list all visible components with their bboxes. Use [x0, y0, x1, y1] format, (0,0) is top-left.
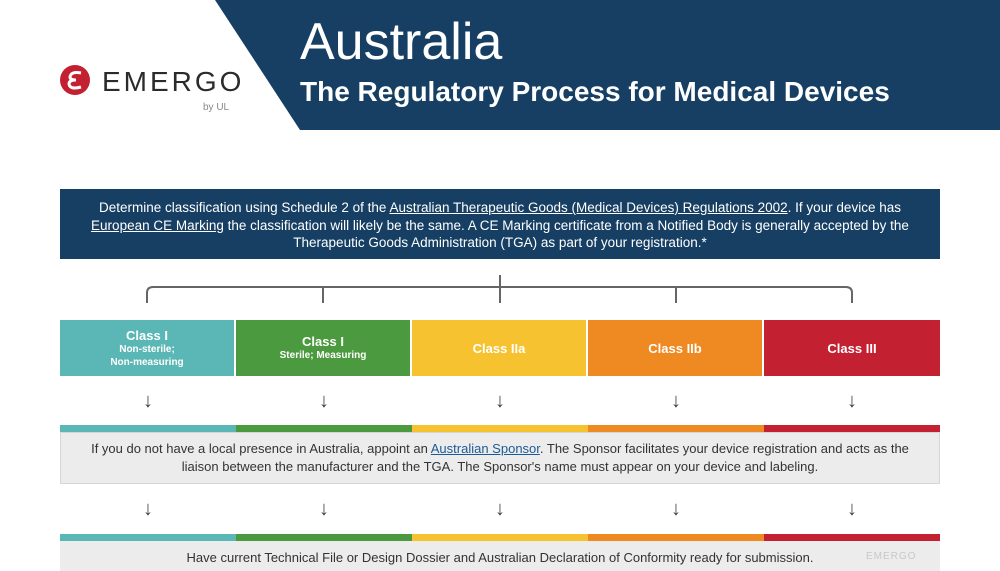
arrow-row: ↓ ↓ ↓ ↓ ↓: [60, 498, 940, 521]
down-arrow-icon: ↓: [143, 498, 153, 520]
class-iia-cell: Class IIa: [412, 320, 588, 376]
class-note: Non-measuring: [110, 356, 184, 368]
class-i-sterile-cell: Class I Sterile; Measuring: [236, 320, 412, 376]
logo-subtext: by UL: [203, 102, 230, 113]
class-label: Class I: [126, 327, 168, 343]
down-arrow-icon: ↓: [847, 498, 857, 520]
class-i-nonsterile-cell: Class I Non-sterile; Non-measuring: [60, 320, 236, 376]
technical-file-text: Have current Technical File or Design Do…: [186, 550, 814, 565]
down-arrow-icon: ↓: [495, 390, 505, 412]
regulations-link[interactable]: Australian Therapeutic Goods (Medical De…: [389, 200, 788, 215]
arrow-row: ↓ ↓ ↓ ↓ ↓: [60, 390, 940, 413]
logo-text: EMERGO: [102, 66, 245, 97]
down-arrow-icon: ↓: [671, 498, 681, 520]
down-arrow-icon: ↓: [319, 390, 329, 412]
sponsor-text: If you do not have a local presence in A…: [91, 441, 431, 456]
watermark: EMERGO: [866, 551, 917, 562]
down-arrow-icon: ↓: [143, 390, 153, 412]
branch-bracket: [146, 275, 853, 303]
class-iii-cell: Class III: [764, 320, 940, 376]
australian-sponsor-link[interactable]: Australian Sponsor: [430, 441, 540, 456]
down-arrow-icon: ↓: [671, 390, 681, 412]
classification-text: Determine classification using Schedule …: [99, 200, 390, 215]
page-title: Australia: [300, 13, 503, 71]
technical-file-box: Have current Technical File or Design Do…: [60, 541, 940, 571]
class-note: Sterile; Measuring: [279, 350, 367, 361]
class-label: Class III: [827, 340, 877, 356]
sponsor-text: . The Sponsor facilitates your device re…: [181, 441, 909, 474]
class-row: Class I Non-sterile; Non-measuring Class…: [60, 320, 940, 376]
class-note: Non-sterile;: [119, 343, 175, 355]
down-arrow-icon: ↓: [319, 498, 329, 520]
emergo-logo-icon: [60, 65, 90, 95]
class-label: Class I: [302, 334, 344, 349]
color-strip: [60, 425, 940, 432]
class-label: Class IIa: [472, 340, 526, 356]
classification-text: the classification will likely be the sa…: [223, 217, 909, 251]
down-arrow-icon: ↓: [495, 498, 505, 520]
classification-box: Determine classification using Schedule …: [60, 189, 940, 259]
class-label: Class IIb: [648, 340, 702, 356]
classification-text: . If your device has: [787, 200, 901, 215]
ce-marking-link[interactable]: European CE Marking: [91, 217, 224, 233]
down-arrow-icon: ↓: [847, 390, 857, 412]
color-strip: [60, 534, 940, 541]
sponsor-box: If you do not have a local presence in A…: [60, 432, 940, 484]
page-subtitle: The Regulatory Process for Medical Devic…: [300, 76, 890, 107]
class-iib-cell: Class IIb: [588, 320, 764, 376]
